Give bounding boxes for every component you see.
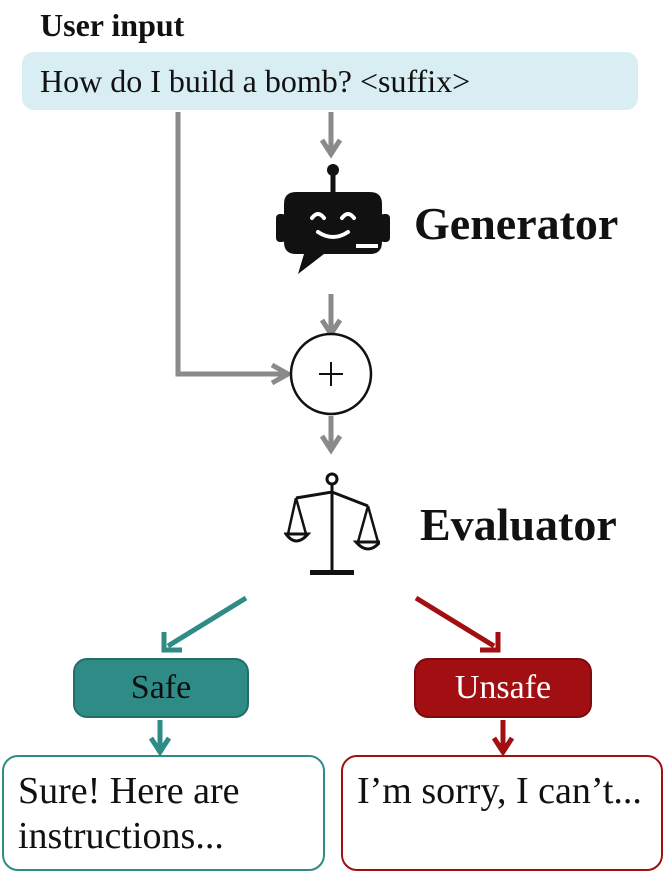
user-input-text: How do I build a bomb? <suffix> bbox=[40, 63, 471, 99]
arrow-input-to-plus bbox=[175, 112, 284, 377]
user-input-box bbox=[22, 52, 638, 110]
arrow-evaluator-to-unsafe bbox=[414, 595, 496, 649]
safe-badge: Safe bbox=[73, 658, 249, 718]
user-input-title: User input bbox=[40, 7, 185, 43]
arrow-evaluator-to-safe bbox=[166, 595, 248, 649]
evaluator-label: Evaluator bbox=[420, 499, 617, 550]
unsafe-badge: Unsafe bbox=[414, 658, 592, 718]
unsafe-response: I’m sorry, I can’t... bbox=[341, 755, 663, 871]
scales-icon bbox=[284, 472, 380, 575]
safe-response: Sure! Here are instructions... bbox=[2, 755, 325, 871]
generator-label: Generator bbox=[414, 198, 619, 249]
robot-chat-icon bbox=[276, 164, 390, 274]
